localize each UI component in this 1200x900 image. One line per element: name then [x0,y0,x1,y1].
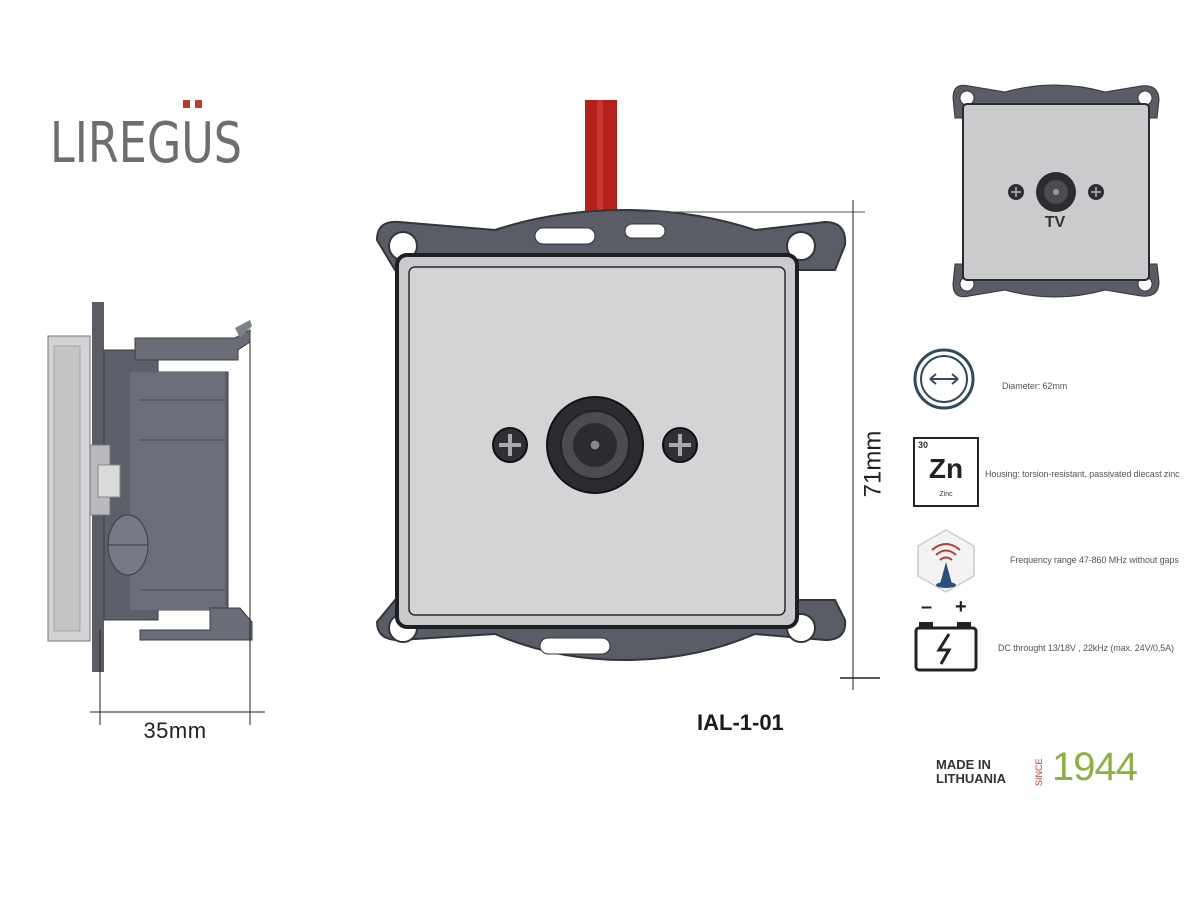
since-year: 1944 [1052,745,1138,789]
height-dimension-text: 71mm [859,430,887,498]
feature-dc-text: DC throught 13/18V , 22kHz (max. 24V/0,5… [998,643,1174,653]
made-in-line2: LITHUANIA [936,771,1007,786]
logo-accent-mark [195,100,202,108]
front-view-drawing [375,100,880,690]
minus-sign: – [921,596,933,618]
made-in-label: MADE IN LITHUANIA [936,758,1006,786]
battery-dc-icon: – + [913,596,979,674]
made-in-line1: MADE IN [936,757,991,772]
liregus-logo: LIREGUS [50,100,242,172]
feature-housing-text: Housing: torsion-resistant, passivated d… [985,469,1180,479]
tv-coax-connector [546,396,644,494]
product-thumbnail [952,84,1160,298]
antenna-signal-icon [917,529,975,593]
zinc-element-icon: 30 Zn Zinc [913,437,979,507]
depth-dimension-label: 35mm [143,718,207,743]
model-code: IAL-1-01 [697,710,784,735]
feature-diameter-text: Diameter: 62mm [1002,381,1068,391]
height-dimension-label: 71mm [845,420,905,500]
tv-socket-label: TV [1044,214,1066,231]
zinc-symbol: Zn [928,453,964,484]
logo-accent-mark [183,100,190,108]
screw-left-icon [492,427,528,463]
side-view-drawing [47,302,265,725]
since-label: SINCE [1034,758,1044,786]
logo-text: LIREGUS [50,111,242,172]
zinc-name: Zinc [939,491,953,498]
plus-sign: + [955,596,967,618]
zinc-atomic-number: 30 [918,440,929,450]
diameter-arrow-icon [913,348,975,410]
feature-frequency-text: Frequency range 47-860 MHz without gaps [1010,555,1179,565]
screw-right-icon [662,427,698,463]
